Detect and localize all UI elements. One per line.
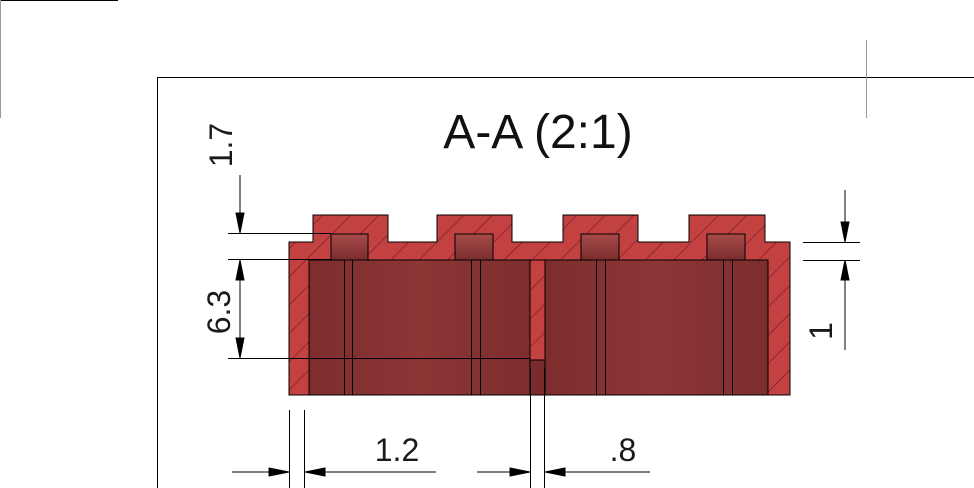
dim-body-height [228, 259, 530, 359]
tab-bores [330, 233, 746, 261]
bore-3 [580, 233, 620, 261]
arrowhead [304, 467, 326, 477]
arrowhead [509, 467, 531, 477]
bore-1 [330, 233, 369, 261]
dim-right-step [803, 190, 860, 350]
bore-4 [706, 233, 746, 261]
dim-right-step-label: 1 [803, 322, 839, 340]
right-cavity [544, 259, 769, 396]
dim-rib-thickness-label: .8 [610, 432, 637, 468]
dim-body-height-label: 6.3 [201, 290, 237, 334]
rib-gap [529, 359, 546, 396]
internal-edges [344, 260, 733, 395]
arrowhead [840, 259, 850, 281]
view-title: A-A (2:1) [443, 106, 632, 159]
dim-tab-height [228, 175, 331, 260]
arrowhead [235, 337, 245, 359]
arrowhead [544, 467, 566, 477]
dim-rib-thickness [477, 368, 650, 488]
arrowhead [235, 259, 245, 281]
arrowhead [235, 212, 245, 234]
dim-tab-height-label: 1.7 [203, 123, 239, 167]
dim-wall-thickness-label: 1.2 [375, 432, 419, 468]
arrowhead [840, 221, 850, 243]
center-rib [529, 259, 546, 361]
section-body [288, 214, 791, 396]
arrowhead [268, 467, 290, 477]
dim-wall-thickness [232, 410, 436, 488]
left-cavity [308, 259, 531, 396]
bore-2 [454, 233, 494, 261]
